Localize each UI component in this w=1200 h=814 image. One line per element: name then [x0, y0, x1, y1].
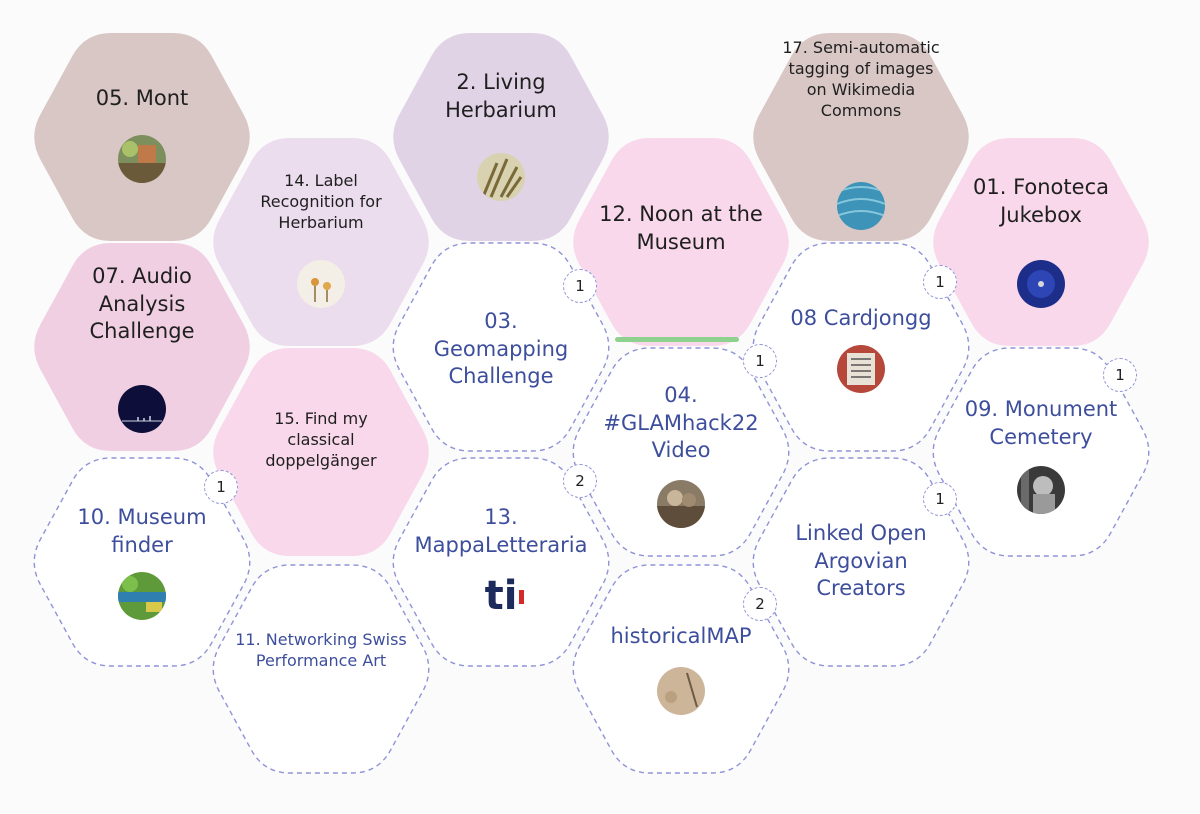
participant-count-badge: 2: [743, 587, 777, 621]
project-card-11-networking-swiss-performance-art[interactable]: 11. Networking Swiss Performance Art: [207, 564, 435, 774]
progress-bar: [615, 337, 739, 342]
monument-statue-thumbnail: [1017, 466, 1065, 514]
project-card-08-cardjongg[interactable]: 08 Cardjongg 1: [747, 242, 975, 452]
project-title: 13. MappaLetteraria: [414, 505, 588, 557]
hex-shape: [393, 33, 609, 241]
project-card-01-fonoteca-jukebox[interactable]: 01. Fonoteca Jukebox: [927, 138, 1155, 346]
hex-shape: [212, 564, 430, 774]
hex-shape: [392, 457, 610, 667]
project-card-17-semi-automatic-tagging[interactable]: 17. Semi-automatic tagging of images on …: [747, 33, 975, 241]
project-title: 2. Living Herbarium: [445, 70, 557, 122]
mahjong-card-thumbnail: [837, 345, 885, 393]
project-title: 05. Mont: [95, 86, 189, 110]
participant-count-badge: 1: [204, 470, 238, 504]
participant-count-badge: 2: [563, 464, 597, 498]
project-card-07-audio-analysis[interactable]: 07. Audio Analysis Challenge: [28, 243, 256, 451]
project-card-historicalmap[interactable]: historicalMAP 2: [567, 564, 795, 774]
hex-shape: [933, 138, 1149, 346]
project-card-14-label-recognition[interactable]: 14. Label Recognition for Herbarium: [207, 138, 435, 346]
project-title: 09. Monument Cemetery: [964, 397, 1118, 449]
ti-logo: ti: [471, 576, 531, 616]
project-title: 11. Networking Swiss Performance Art: [235, 630, 407, 671]
project-card-13-mappaletteraria[interactable]: 13. MappaLetteraria ti 2: [387, 457, 615, 667]
project-title: 17. Semi-automatic tagging of images on …: [782, 38, 940, 121]
hex-shape: [33, 457, 251, 667]
project-card-02-living-herbarium[interactable]: 2. Living Herbarium: [387, 33, 615, 241]
hex-shape: [932, 347, 1150, 557]
project-card-03-geomapping[interactable]: 03. Geomapping Challenge 1: [387, 242, 615, 452]
project-title: 14. Label Recognition for Herbarium: [260, 171, 382, 233]
blue-fabric-thumbnail: [837, 182, 885, 230]
project-title: 12. Noon at the Museum: [599, 202, 763, 254]
project-title: 15. Find my classical doppelgänger: [265, 409, 377, 471]
project-title: historicalMAP: [610, 624, 752, 648]
project-card-12-noon-at-the-museum[interactable]: 12. Noon at the Museum: [567, 138, 795, 346]
project-title: Linked Open Argovian Creators: [795, 521, 927, 601]
project-card-09-monument-cemetery[interactable]: 09. Monument Cemetery 1: [927, 347, 1155, 557]
hex-shape: [572, 347, 790, 557]
herbarium-grass-thumbnail: [477, 153, 525, 201]
audio-waveform-thumbnail: [118, 385, 166, 433]
vinyl-record-thumbnail: [1017, 260, 1065, 308]
hex-shape: [573, 138, 789, 346]
pressed-flowers-thumbnail: [297, 260, 345, 308]
hex-shape: [753, 33, 969, 241]
hex-shape: [213, 138, 429, 346]
participant-count-badge: 1: [923, 265, 957, 299]
garden-thumbnail: [118, 572, 166, 620]
project-title: 01. Fonoteca Jukebox: [973, 175, 1109, 227]
participant-count-badge: 1: [563, 269, 597, 303]
video-thumbnail: [657, 480, 705, 528]
project-title: 08 Cardjongg: [790, 306, 932, 330]
project-card-05-mont[interactable]: 05. Mont: [28, 33, 256, 241]
project-title: 03. Geomapping Challenge: [433, 309, 569, 389]
project-card-04-glamhack22-video[interactable]: 04. #GLAMhack22 Video 1: [567, 344, 795, 557]
participant-count-badge: 1: [923, 482, 957, 516]
hex-shape: [213, 348, 429, 556]
project-title: 04. #GLAMhack22 Video: [603, 383, 759, 463]
ti-logo-red-mark: [519, 590, 524, 604]
map-thumbnail: [657, 667, 705, 715]
project-title: 07. Audio Analysis Challenge: [89, 264, 195, 344]
hex-shape: [34, 243, 250, 451]
project-title: 10. Museum finder: [77, 505, 207, 557]
mont-thumbnail: [118, 135, 166, 183]
ti-logo-text: ti: [484, 573, 518, 619]
project-card-linked-open-argovian-creators[interactable]: Linked Open Argovian Creators 1: [747, 457, 975, 667]
project-card-15-doppelganger[interactable]: 15. Find my classical doppelgänger: [207, 348, 435, 556]
project-card-10-museum-finder[interactable]: 10. Museum finder 1: [28, 457, 256, 667]
hex-shape: [392, 242, 610, 452]
participant-count-badge: 1: [1103, 358, 1137, 392]
hex-shape: [752, 457, 970, 667]
participant-count-badge: 1: [743, 344, 777, 378]
